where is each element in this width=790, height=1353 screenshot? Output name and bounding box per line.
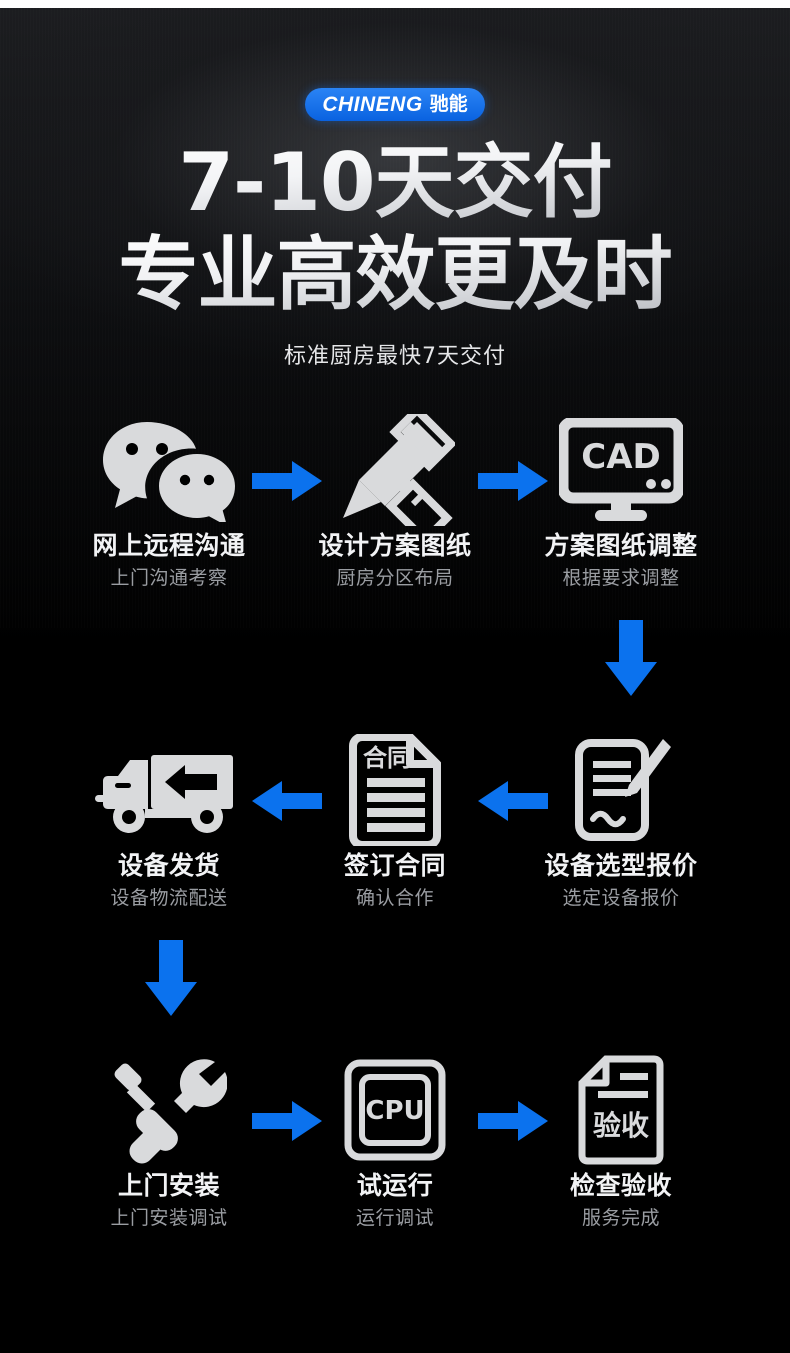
flow-row-1: 网上远程沟通 上门沟通考察 (0, 414, 790, 696)
delivery-truck-icon (55, 735, 283, 845)
arrow-right-icon (478, 459, 548, 503)
pencil-ruler-icon (281, 414, 509, 526)
flow-step-online-communication: 网上远程沟通 上门沟通考察 (55, 415, 283, 591)
cad-monitor-icon-text: CAD (581, 437, 661, 477)
flow-step-title: 设备选型报价 (544, 851, 698, 880)
flow-row-3: 上门安装 上门安装调试 CPU (0, 1055, 790, 1262)
acceptance-document-icon: 验收 (507, 1055, 735, 1165)
cad-monitor-icon: CAD (507, 415, 735, 525)
logo-pill: CHINENG 驰能 (305, 88, 485, 121)
flow-step-title: 网上远程沟通 (92, 531, 246, 560)
acceptance-document-icon-text: 验收 (593, 1109, 649, 1142)
flow-step-title: 检查验收 (569, 1171, 672, 1200)
brand-logo: CHINENG 驰能 (0, 88, 790, 121)
flow-step-title: 设计方案图纸 (318, 531, 472, 560)
top-white-strip (0, 0, 790, 8)
flow-step-design-drawing: 设计方案图纸 厨房分区布局 (281, 414, 509, 591)
arrow-down-icon (600, 620, 662, 700)
contract-document-icon-text: 合同 (363, 744, 411, 772)
flow-step-inspection-acceptance: 验收 检查验收 服务完成 (507, 1055, 735, 1231)
wrench-screwdriver-icon (55, 1055, 283, 1165)
flow-step-onsite-installation: 上门安装 上门安装调试 (55, 1055, 283, 1231)
cpu-chip-icon: CPU (281, 1055, 509, 1165)
flow-step-title: 设备发货 (117, 851, 220, 880)
flow-step-equipment-quotation: 设备选型报价 选定设备报价 (507, 735, 735, 911)
flow-step-subtitle: 上门安装调试 (110, 1207, 228, 1229)
quotation-signature-icon (507, 735, 735, 845)
contract-document-icon: 合同 (281, 734, 509, 846)
logo-text-en: CHINENG (322, 93, 423, 116)
headline-line-1: 7-10天交付 (0, 140, 790, 226)
flow-step-title: 方案图纸调整 (544, 531, 698, 560)
arrow-right-icon (252, 1099, 322, 1143)
flow-step-trial-run: CPU 试运行 运行调试 (281, 1055, 509, 1231)
flow-step-subtitle: 上门沟通考察 (110, 567, 228, 589)
headline-line-2: 专业高效更及时 (0, 232, 790, 318)
logo-text-cn: 驰能 (429, 93, 468, 115)
flow-step-subtitle: 确认合作 (355, 887, 434, 909)
flow-step-sign-contract: 合同 签订合同 确认合作 (281, 734, 509, 911)
arrow-right-icon (252, 459, 322, 503)
flow-step-subtitle: 设备物流配送 (110, 887, 228, 909)
flow-step-title: 试运行 (356, 1171, 434, 1200)
flow-step-subtitle: 根据要求调整 (562, 567, 680, 589)
arrow-left-icon (478, 779, 548, 823)
flow-step-title: 上门安装 (117, 1171, 220, 1200)
flow-step-subtitle: 运行调试 (355, 1207, 434, 1229)
process-flow: 网上远程沟通 上门沟通考察 (0, 414, 790, 1262)
wechat-chat-bubbles-icon (55, 415, 283, 525)
flow-step-subtitle: 厨房分区布局 (336, 567, 454, 589)
arrow-left-icon (252, 779, 322, 823)
flow-step-subtitle: 服务完成 (581, 1207, 660, 1229)
flow-step-subtitle: 选定设备报价 (562, 887, 680, 909)
arrow-right-icon (478, 1099, 548, 1143)
headline-subtitle: 标准厨房最快7天交付 (284, 344, 506, 369)
arrow-down-icon (140, 940, 202, 1020)
cpu-chip-icon-text: CPU (365, 1096, 424, 1126)
flow-row-2: 设备发货 设备物流配送 合同 (0, 734, 790, 1016)
flow-step-drawing-adjust: CAD 方案图纸调整 根据要求调整 (507, 415, 735, 591)
flow-step-equipment-shipping: 设备发货 设备物流配送 (55, 735, 283, 911)
flow-step-title: 签订合同 (343, 851, 446, 880)
